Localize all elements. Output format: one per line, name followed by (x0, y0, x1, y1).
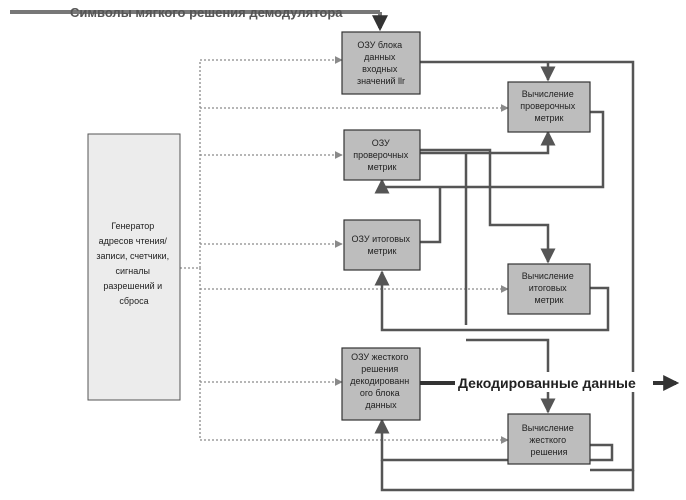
hard-ram-line: ОЗУ жесткого (351, 352, 408, 362)
hard-ram-line: декодированн (350, 376, 409, 386)
svg-text:ОЗУ итоговых метрик: ОЗУ итоговых метрик (352, 234, 413, 256)
final-calc-line: Вычисление (522, 271, 574, 281)
output-label: Декодированные данные (458, 375, 636, 391)
generator-line: сигналы (115, 266, 150, 276)
hard-ram-line: решения (361, 364, 398, 374)
final-ram-line: ОЗУ итоговых (352, 234, 411, 244)
check-ram-line: метрик (368, 162, 397, 172)
svg-text:ОЗУ блока данных в: ОЗУ блока данных входных значений llr (357, 40, 405, 86)
generator-line: записи, счетчики, (96, 251, 169, 261)
check-ram-line: проверочных (353, 150, 409, 160)
generator-line: разрешений и (103, 281, 162, 291)
generator-line: сброса (119, 296, 148, 306)
input-arrow (10, 10, 388, 32)
svg-text:Вычисление проверочных: Вычисление проверочных метрик (520, 89, 578, 123)
control-lines (180, 56, 509, 444)
check-calc-line: метрик (535, 113, 564, 123)
check-metrics-ram-block: ОЗУ проверочных метрик (343, 129, 421, 181)
hard-decision-calc-block: Вычисление жесткого решения (507, 413, 591, 465)
hard-ram-line: ого блока (360, 388, 400, 398)
final-calc-line: итоговых (529, 283, 567, 293)
input-ram-line: данных (364, 52, 396, 62)
output-arrow (420, 372, 680, 392)
svg-text:ОЗУ жесткого решения: ОЗУ жесткого решения декодированн ого бл… (350, 352, 412, 410)
generator-line: Генератор (111, 221, 154, 231)
check-metrics-calc-block: Вычисление проверочных метрик (507, 81, 591, 133)
input-ram-line: ОЗУ блока (357, 40, 402, 50)
final-calc-line: метрик (535, 295, 564, 305)
input-ram-block: ОЗУ блока данных входных значений llr (341, 31, 421, 95)
input-ram-line: входных (362, 64, 398, 74)
input-ram-line: значений llr (357, 76, 405, 86)
final-metrics-ram-block: ОЗУ итоговых метрик (343, 219, 421, 271)
final-ram-line: метрик (368, 246, 397, 256)
check-calc-line: Вычисление (522, 89, 574, 99)
svg-text:ОЗУ проверочных ме: ОЗУ проверочных метрик (353, 138, 411, 172)
hard-ram-line: данных (365, 400, 397, 410)
hard-calc-line: Вычисление (522, 423, 574, 433)
generator-text: Генератор адресов чтения/ записи, счетчи… (96, 221, 171, 306)
hard-decision-ram-block: ОЗУ жесткого решения декодированн ого бл… (341, 347, 421, 421)
check-calc-line: проверочных (520, 101, 576, 111)
generator-line: адресов чтения/ (99, 236, 168, 246)
svg-text:Вычисление итоговых: Вычисление итоговых метрик (522, 271, 576, 305)
svg-text:Вычисление жесткого: Вычисление жесткого решения (522, 423, 576, 457)
hard-calc-line: решения (530, 447, 567, 457)
address-generator-block: Генератор адресов чтения/ записи, счетчи… (87, 133, 181, 401)
check-ram-line: ОЗУ (372, 138, 390, 148)
diagram-title: Символы мягкого решения демодулятора (70, 5, 343, 20)
hard-calc-line: жесткого (529, 435, 566, 445)
final-metrics-calc-block: Вычисление итоговых метрик (507, 263, 591, 315)
